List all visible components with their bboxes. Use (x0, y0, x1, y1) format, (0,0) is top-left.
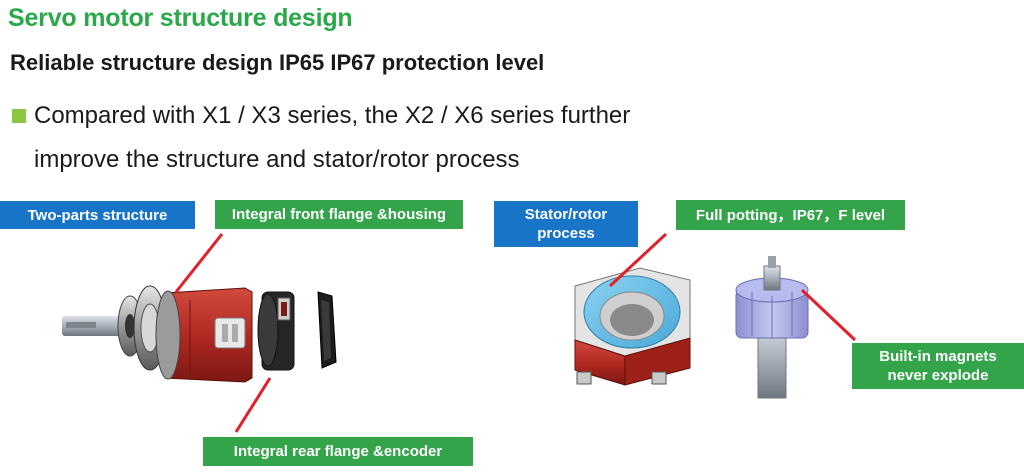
bullet-square-icon (12, 109, 26, 123)
rotor-image (735, 256, 809, 399)
stator-image (574, 267, 691, 386)
pointer-lines (174, 232, 857, 433)
exploded-motor-image (62, 285, 337, 383)
page-subtitle: Reliable structure design IP65 IP67 prot… (10, 50, 545, 75)
label-front-flange: Integral front flange &housing (215, 200, 463, 229)
page-title: Servo motor structure design (8, 4, 353, 32)
label-stator-rotor-process: Stator/rotor process (494, 201, 638, 247)
label-rear-flange: Integral rear flange &encoder (203, 437, 473, 466)
label-two-parts-structure: Two-parts structure (0, 201, 195, 229)
bullet-text-line-2: improve the structure and stator/rotor p… (34, 146, 520, 173)
bullet-text-line-1: Compared with X1 / X3 series, the X2 / X… (34, 102, 631, 129)
label-full-potting: Full potting，IP67，F level (676, 200, 905, 230)
label-built-in-magnets: Built-in magnets never explode (852, 343, 1024, 389)
